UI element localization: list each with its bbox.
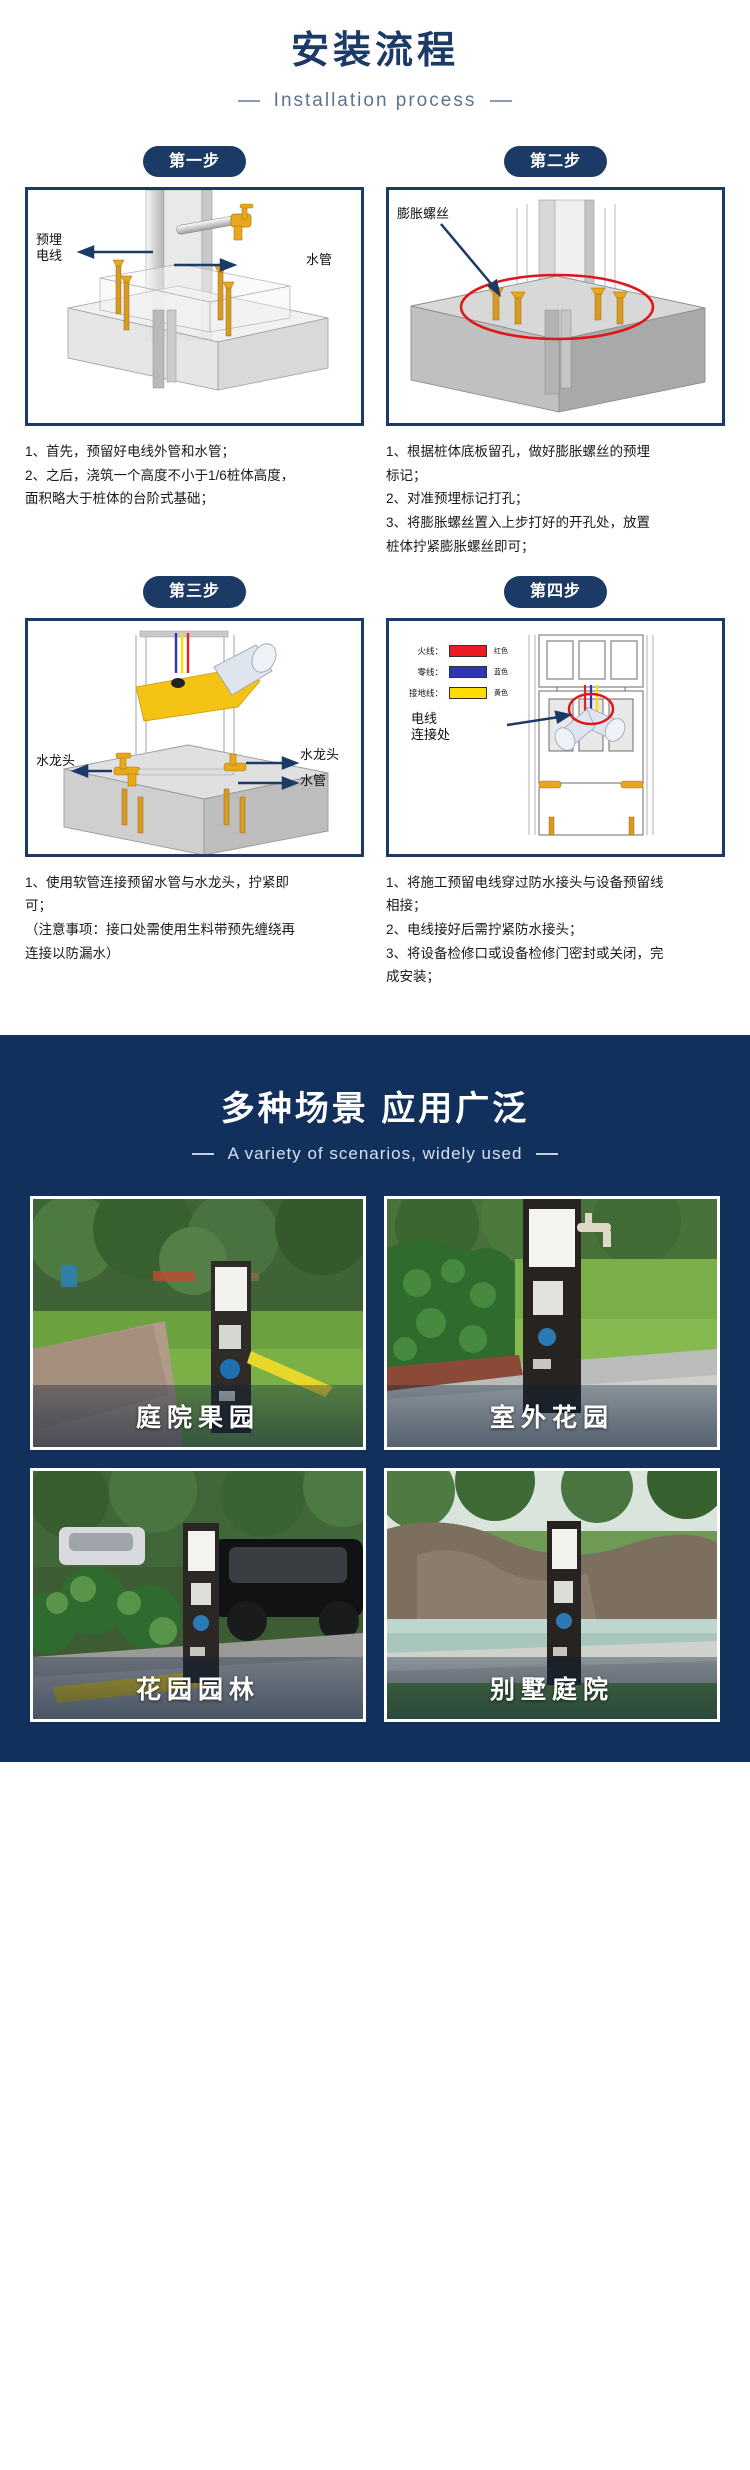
step-4-line-4: 成安装； (386, 969, 440, 985)
step-figure-1: 预埋 电线 水管 (25, 187, 364, 427)
step-3-diagram (63, 630, 329, 854)
divider-dash-right (490, 99, 513, 102)
page-subtitle-text: Installation process (273, 89, 477, 111)
legend-row-live: 火线： 红色 (403, 644, 508, 657)
step-2-line-4: 桩体拧紧膨胀螺丝即可； (386, 538, 535, 554)
photo-caption-4: 别墅庭院 (387, 1656, 717, 1719)
step-1-line-1: 2、之后，浇筑一个高度不小于1/6桩体高度， (25, 467, 295, 483)
step-badge-wrap-2: 第二步 (386, 145, 725, 178)
divider-dash-left (237, 99, 260, 102)
step-badge-3: 第三步 (142, 576, 246, 608)
legend-name-live: 红色 (494, 647, 508, 655)
step-3-line-2: （注意事项：接口处需使用生料带预先缠绕再 (25, 922, 295, 938)
step-cell-4: 第四步 (386, 576, 725, 989)
step-figure-2: 膨胀螺丝 (386, 187, 725, 427)
photo-card-2[interactable]: 室外花园 (384, 1195, 720, 1450)
scenarios-section: 多种场景 应用广泛 A variety of scenarios, widely… (0, 1034, 750, 1762)
legend-row-neutral: 零线： 蓝色 (403, 665, 508, 678)
step-3-callout-2: 水管 (300, 772, 327, 788)
step-figure-4: 火线： 红色 零线： 蓝色 接地线： 黄色 电线 连接处 (386, 617, 725, 857)
photo-card-4[interactable]: 别墅庭院 (384, 1467, 720, 1722)
step-3-callout-0: 水龙头 (36, 752, 76, 768)
legend-label-neutral: 零线： (417, 666, 443, 677)
legend-row-ground: 接地线： 黄色 (403, 686, 508, 699)
step-cell-3: 第三步 (25, 576, 364, 989)
page-subtitle: Installation process (0, 90, 750, 112)
step-4-callout-0: 电线 连接处 (411, 710, 451, 743)
highlight-ellipse (567, 692, 615, 726)
step-badge-wrap-3: 第三步 (25, 576, 364, 608)
scenarios-subtitle: A variety of scenarios, widely used (0, 1144, 750, 1164)
photo-card-1[interactable]: 庭院果园 (30, 1195, 366, 1450)
step-4-line-1: 相接； (386, 898, 427, 914)
photo-caption-3: 花园园林 (33, 1656, 363, 1719)
legend-swatch-live (449, 644, 487, 657)
step-1-line-0: 1、首先，预留好电线外管和水管； (25, 444, 236, 460)
step-4-line-3: 3、将设备检修口或设备检修门密封或关闭，完 (386, 945, 664, 961)
step-2-diagram (410, 199, 706, 413)
step-badge-4: 第四步 (503, 576, 607, 608)
legend-label-live: 火线： (417, 645, 443, 656)
step-1-text: 1、首先，预留好电线外管和水管； 2、之后，浇筑一个高度不小于1/6桩体高度， … (25, 440, 364, 550)
legend-label-ground: 接地线： (408, 687, 443, 698)
step-4-text: 1、将施工预留电线穿过防水接头与设备预留线 相接； 2、电线接好后需拧紧防水接头… (386, 871, 725, 989)
step-badge-1: 第一步 (142, 145, 246, 178)
step-badge-wrap-1: 第一步 (25, 145, 364, 178)
step-3-text: 1、使用软管连接预留水管与水龙头，拧紧即 可； （注意事项：接口处需使用生料带预… (25, 871, 364, 981)
step-2-line-2: 2、对准预埋标记打孔； (386, 491, 529, 507)
step-3-line-0: 1、使用软管连接预留水管与水龙头，拧紧即 (25, 874, 290, 890)
step-2-text: 1、根据桩体底板留孔，做好膨胀螺丝的预埋 标记； 2、对准预埋标记打孔； 3、将… (386, 440, 725, 558)
step-1-callout-1: 水管 (306, 252, 333, 268)
step-4-line-0: 1、将施工预留电线穿过防水接头与设备预留线 (386, 874, 664, 890)
highlight-ellipse (459, 273, 655, 341)
scenarios-dash-right (536, 1152, 559, 1155)
step-1-diagram (67, 190, 329, 391)
step-badge-2: 第二步 (503, 145, 607, 178)
photo-caption-2: 室外花园 (387, 1384, 717, 1447)
step-2-line-1: 标记； (386, 467, 427, 483)
step-1-callout-0: 预埋 电线 (36, 232, 63, 264)
step-1-line-2: 面积略大于桩体的台阶式基础； (25, 491, 214, 507)
step-figure-3: 水龙头 水龙头 水管 (25, 617, 364, 857)
photo-grid: 庭院果园 (30, 1195, 720, 1722)
page-title: 安装流程 (290, 30, 459, 72)
scenarios-dash-left (191, 1152, 214, 1155)
step-cell-2: 第二步 (386, 145, 725, 559)
step-2-line-3: 3、将膨胀螺丝置入上步打好的开孔处，放置 (386, 514, 651, 530)
installation-section: 安装流程 Installation process 第一步 (0, 0, 750, 989)
legend-swatch-neutral (449, 665, 487, 678)
step-3-callout-1: 水龙头 (300, 746, 340, 762)
scenarios-subtitle-text: A variety of scenarios, widely used (227, 1143, 523, 1163)
step-2-line-0: 1、根据桩体底板留孔，做好膨胀螺丝的预埋 (386, 444, 651, 460)
scenarios-title: 多种场景 应用广泛 (220, 1089, 530, 1128)
legend-name-ground: 黄色 (494, 689, 508, 697)
step-4-diagram (506, 634, 654, 836)
steps-grid: 第一步 (25, 145, 725, 989)
wire-color-legend: 火线： 红色 零线： 蓝色 接地线： 黄色 (403, 644, 508, 708)
step-cell-1: 第一步 (25, 145, 364, 559)
step-2-callout-0: 膨胀螺丝 (397, 206, 450, 222)
step-3-line-1: 可； (25, 898, 52, 914)
step-3-line-3: 连接以防漏水） (25, 945, 120, 961)
legend-name-neutral: 蓝色 (494, 668, 508, 676)
photo-caption-1: 庭院果园 (33, 1384, 363, 1447)
photo-card-3[interactable]: 花园园林 (30, 1467, 366, 1722)
legend-swatch-ground (449, 686, 487, 699)
step-4-line-2: 2、电线接好后需拧紧防水接头； (386, 922, 583, 938)
step-badge-wrap-4: 第四步 (386, 576, 725, 608)
